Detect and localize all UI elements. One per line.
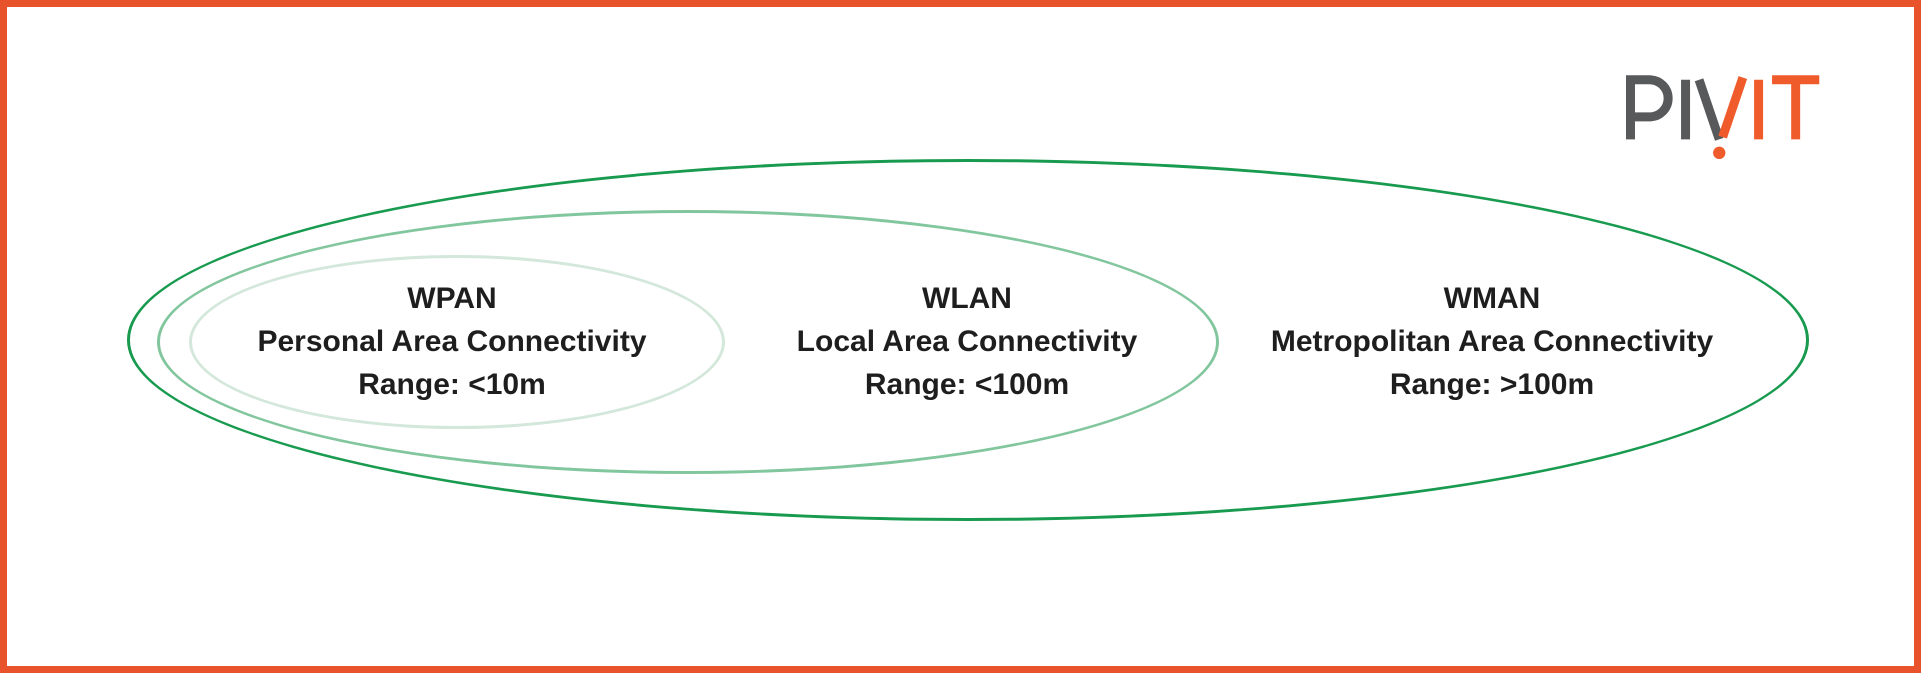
network-description: Personal Area Connectivity: [257, 325, 647, 358]
wpan-ellipse: [189, 255, 725, 429]
wman-ellipse: [127, 159, 1809, 521]
logo-exclamation-dot: [1713, 146, 1726, 160]
pivit-logo: [1626, 75, 1826, 161]
logo-letter-p: [1626, 75, 1673, 140]
logo-letter-v-left: [1694, 78, 1724, 141]
wman-label-block: WMAN Metropolitan Area Connectivity Rang…: [1271, 277, 1713, 406]
network-name: WLAN: [922, 282, 1012, 315]
wpan-label-block: WPAN Personal Area Connectivity Range: <…: [257, 277, 646, 406]
network-range: Range: <10m: [358, 368, 546, 401]
network-range: Range: <100m: [864, 368, 1070, 401]
logo-letter-v-right: [1718, 76, 1748, 139]
wlan-label-block: WLAN Local Area Connectivity Range: <100…: [797, 277, 1138, 406]
network-description: Local Area Connectivity: [796, 325, 1138, 358]
network-description: Metropolitan Area Connectivity: [1270, 325, 1714, 358]
network-name: WPAN: [407, 282, 497, 315]
logo-letters-orange: [1718, 75, 1820, 140]
pivit-logo-graphic: [1626, 75, 1820, 160]
logo-letters-gray: [1626, 75, 1724, 141]
wlan-ellipse: [157, 210, 1219, 474]
network-range: Range: >100m: [1389, 368, 1595, 401]
network-name: WMAN: [1443, 282, 1541, 315]
